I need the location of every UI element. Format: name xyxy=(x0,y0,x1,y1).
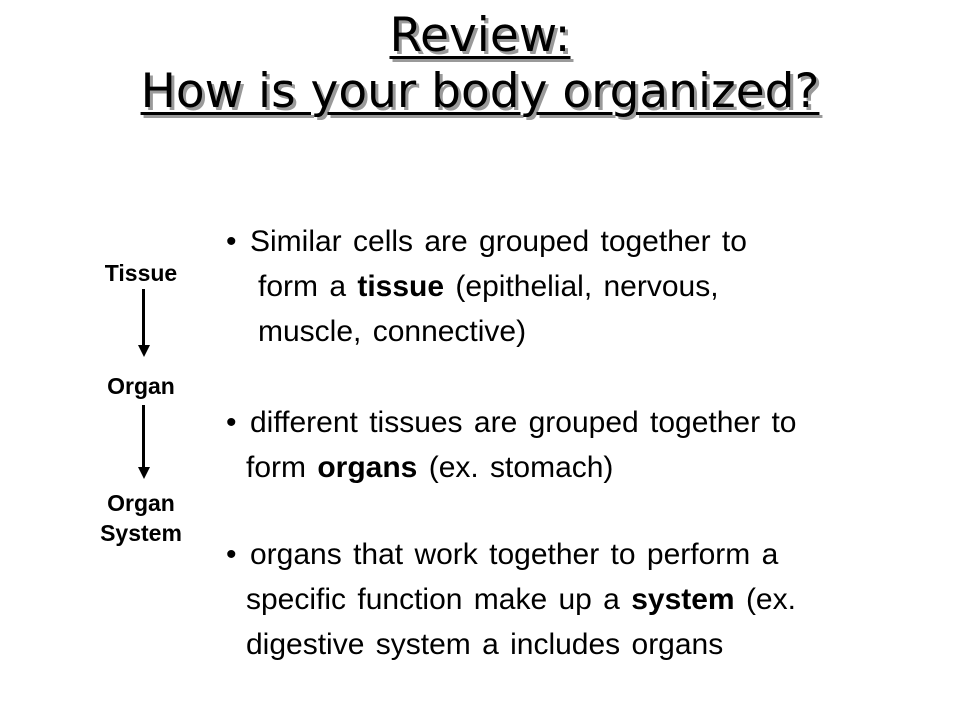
slide-title: Review: How is your body organized? xyxy=(0,8,960,120)
title-line-2: How is your body organized? xyxy=(140,64,820,119)
bullet-text: digestive system a includes organs xyxy=(246,628,724,661)
bullet-line: • organs that work together to perform a xyxy=(226,532,941,577)
bullet-keyword: system xyxy=(631,583,735,616)
bullet-line: specific function make up a system (ex. xyxy=(226,577,941,622)
arrow-shaft xyxy=(142,405,145,469)
down-arrow-icon xyxy=(138,289,150,357)
organ-system-line-2: System xyxy=(100,520,182,546)
bullet-line: • different tissues are grouped together … xyxy=(226,400,941,445)
down-arrow-icon xyxy=(138,405,150,479)
bullet-text: Similar cells are grouped together to xyxy=(250,225,747,258)
arrow-shaft xyxy=(142,289,145,347)
bullet-tissue: • Similar cells are grouped together to f… xyxy=(226,219,941,354)
organ-system-line-1: Organ xyxy=(107,490,175,516)
title-line-1: Review: xyxy=(389,8,571,63)
bullet-keyword: organs xyxy=(317,451,418,484)
bullet-dot-icon: • xyxy=(226,225,237,258)
hierarchy-label-organ: Organ xyxy=(107,373,175,399)
bullet-text: muscle, connective) xyxy=(258,315,527,348)
bullet-line: form a tissue (epithelial, nervous, xyxy=(226,264,941,309)
bullet-line: digestive system a includes organs xyxy=(226,622,941,667)
bullet-text: (epithelial, nervous, xyxy=(444,270,719,303)
arrow-head xyxy=(138,345,150,357)
bullet-text: specific function make up a xyxy=(246,583,632,616)
bullet-organs: • different tissues are grouped together … xyxy=(226,400,941,490)
bullet-line: muscle, connective) xyxy=(226,309,941,354)
bullet-text: organs that work together to perform a xyxy=(250,538,779,571)
bullet-keyword: tissue xyxy=(357,270,445,303)
bullet-text: different tissues are grouped together t… xyxy=(250,406,797,439)
hierarchy-label-organ-system: Organ System xyxy=(76,488,206,548)
bullet-system: •organs that work together to perform a … xyxy=(226,532,941,667)
bullet-text: form xyxy=(246,451,318,484)
bullet-line: form organs (ex. stomach) xyxy=(226,445,941,490)
bullet-text: (ex. stomach) xyxy=(417,451,614,484)
bullet-dot-icon: • xyxy=(226,406,237,439)
bullet-line: • Similar cells are grouped together to xyxy=(226,219,941,264)
arrow-head xyxy=(138,467,150,479)
bullet-text: form a xyxy=(258,270,358,303)
hierarchy-label-tissue: Tissue xyxy=(104,260,178,286)
bullet-dot-icon: • xyxy=(226,538,237,571)
bullet-text: (ex. xyxy=(734,583,796,616)
